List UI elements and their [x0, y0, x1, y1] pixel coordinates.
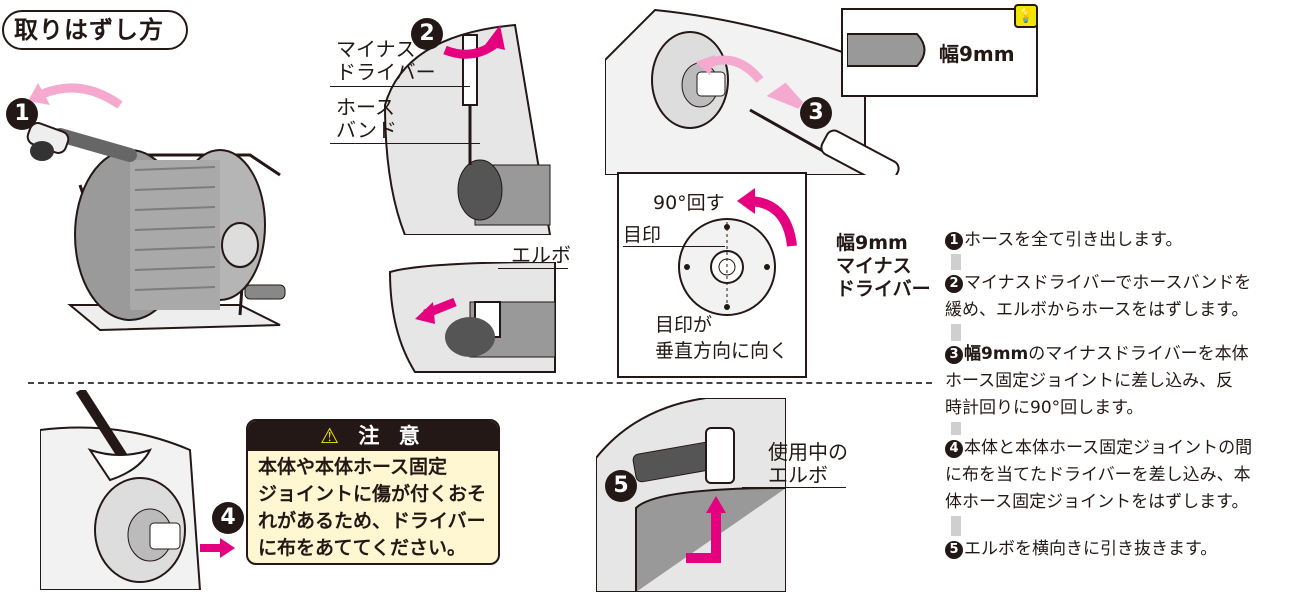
step-text: のマイナスドライバーを本体 ホース固定ジョイントに差し込み、反 時計回りに90°…	[945, 344, 1249, 418]
leader-line	[498, 268, 568, 269]
label-rotate: 90°回す	[653, 192, 725, 214]
step-bold: 幅9mm	[964, 344, 1029, 364]
label-minus-driver: マイナス ドライバー	[336, 37, 436, 84]
caution-body: 本体や本体ホース固定 ジョイントに傷が付くおそ れがあるため、ドライバー に布を…	[258, 456, 487, 559]
rotate-arrow-icon	[737, 188, 797, 247]
hose-reel-illustration	[26, 83, 286, 332]
step-number: 4	[945, 440, 963, 458]
label-mark: 目印	[623, 224, 662, 246]
section-divider	[28, 382, 932, 384]
step-number: 3	[945, 346, 963, 364]
step-text: 本体と本体ホース固定ジョイントの間 に布を当てたドライバーを差し込み、本 体ホー…	[945, 438, 1253, 512]
label-hose-band: ホース バンド	[336, 95, 397, 142]
leader-line	[330, 143, 480, 144]
step-text: エルボを横向きに引き抜きます。	[964, 539, 1218, 559]
joint-removal-illustration	[40, 390, 235, 590]
joint-top-view	[678, 218, 776, 316]
label-elbow-in-use: 使用中の エルボ	[768, 440, 848, 487]
caution-heading: 注 意	[358, 424, 426, 448]
tip-width-callout: 幅9mm	[841, 8, 1038, 97]
driver-tip-illustration	[847, 33, 926, 67]
leader-line	[742, 487, 846, 488]
step-badge-4: 4	[212, 502, 244, 534]
elbow-detach-illustration	[388, 262, 556, 373]
fixed-joint-illustration	[605, 8, 900, 175]
step-number: 2	[945, 275, 963, 293]
hose-band-illustration	[383, 23, 552, 235]
joint-detail-box: 90°回す 目印 目印が 垂直方向に向く	[617, 172, 807, 378]
leader-line	[623, 246, 725, 247]
step-badge-1: 1	[6, 98, 38, 130]
warning-icon: ⚠	[320, 424, 346, 448]
lightbulb-icon: 💡	[1014, 4, 1038, 28]
caution-box: ⚠ 注 意 本体や本体ホース固定 ジョイントに傷が付くおそ れがあるため、ドライ…	[246, 419, 500, 565]
step-number: 5	[945, 541, 963, 559]
step-number: 1	[945, 232, 963, 250]
step-badge-3: 3	[800, 97, 832, 129]
label-tip-width: 幅9mm	[939, 42, 1015, 66]
caution-heading-bar: ⚠ 注 意	[248, 421, 498, 451]
step-text: マイナスドライバーでホースバンドを 緩め、エルボからホースをはずします。	[945, 273, 1252, 320]
step-text: ホースを全て引き出します。	[964, 230, 1183, 250]
leader-line	[330, 86, 470, 87]
step-badge-5: 5	[605, 470, 637, 502]
elbow-pullout-illustration	[596, 398, 786, 592]
label-driver-9mm: 幅9mm マイナス ドライバー	[836, 232, 931, 300]
label-mark-vertical: 目印が 垂直方向に向く	[655, 314, 789, 362]
step-badge-2: 2	[411, 18, 443, 50]
page-title: 取りはずし方	[2, 10, 188, 50]
label-elbow: エルボ	[511, 243, 571, 267]
